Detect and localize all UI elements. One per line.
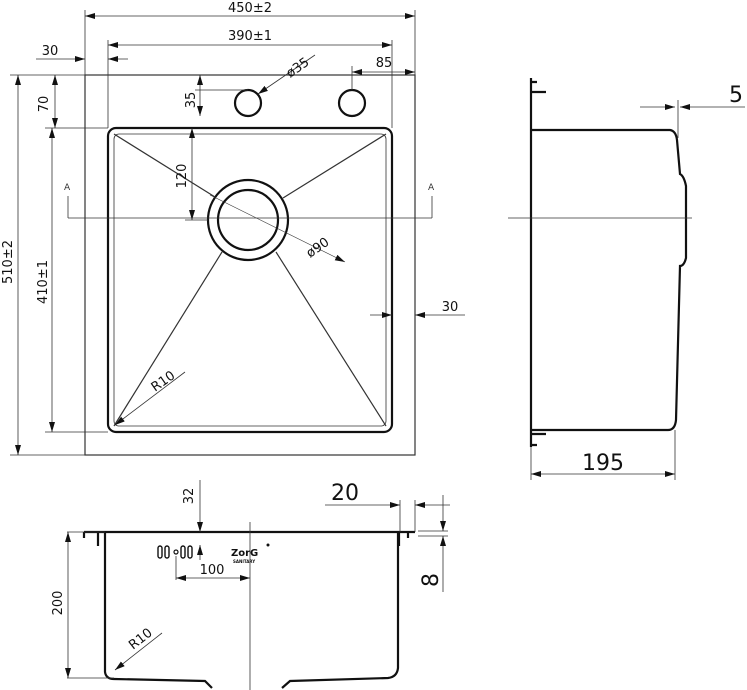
tap-hole-left (233, 88, 263, 118)
dim-flange-offset: 5 (729, 83, 743, 108)
svg-text:ZorG: ZorG (231, 548, 258, 559)
dim-overall-depth: 510±2 (1, 240, 16, 284)
dim-front-corner-radius: R10 (126, 626, 155, 654)
dim-flange-thickness: 8 (419, 573, 444, 587)
drain-outer (206, 178, 290, 262)
section-marker-left: A (64, 183, 71, 193)
tap-hole-right (337, 88, 367, 118)
dim-drain-offset: 120 (175, 164, 190, 189)
bowl-slope-lines (113, 133, 387, 427)
dim-tap-offset: 85 (376, 56, 393, 71)
dim-flange-right: 30 (442, 300, 459, 315)
dim-flange-back: 70 (37, 96, 52, 113)
dim-overflow-offset: 32 (182, 488, 197, 505)
dim-bowl-width: 390±1 (228, 29, 272, 44)
drain-inner (216, 188, 280, 252)
dim-bowl-depth: 410±1 (36, 260, 51, 304)
dim-overall-width: 450±2 (228, 1, 272, 16)
dim-tap-diameter: ø35 (284, 55, 313, 81)
dim-side-depth: 195 (582, 451, 624, 476)
dim-drain-diameter: ø90 (304, 235, 333, 261)
bowl-outline (106, 126, 394, 434)
top-view: A A 450±2 390±1 30 85 ø35 35 70 120 510±… (1, 1, 465, 456)
dim-overflow-distance: 100 (200, 563, 225, 578)
dim-corner-radius: R10 (149, 368, 179, 395)
front-view: ZorG SANITARY 32 100 200 20 8 R10 (51, 480, 450, 690)
overflow-slots (157, 545, 193, 559)
svg-text:SANITARY: SANITARY (233, 559, 255, 564)
dim-tap-from-edge: 35 (184, 92, 199, 109)
dim-flange-width: 20 (331, 481, 359, 506)
side-view: 5 195 (508, 78, 745, 480)
zorg-logo: ZorG SANITARY (231, 543, 270, 564)
dim-height: 200 (51, 591, 66, 616)
dim-flange-side: 30 (42, 44, 59, 59)
section-marker-right: A (428, 183, 435, 193)
bowl-inner-outline (113, 133, 387, 427)
outer-flange (84, 74, 416, 456)
